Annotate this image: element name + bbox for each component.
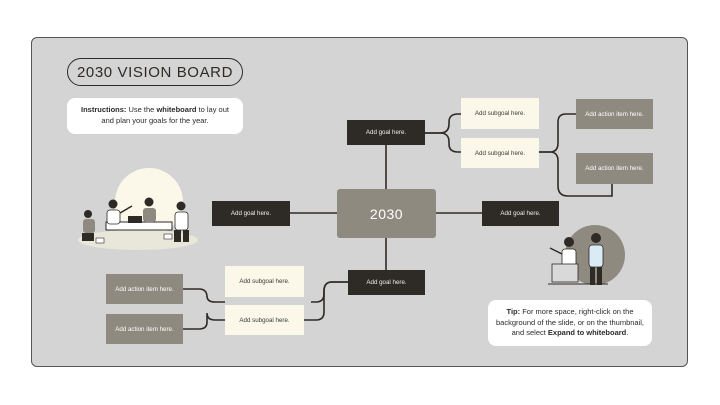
tip-note: Tip: For more space, right-click on the … — [488, 300, 652, 346]
instructions-bold: whiteboard — [156, 105, 197, 115]
instructions-text-post: to lay out and plan your goals for the y… — [101, 105, 229, 125]
goal-bottom[interactable]: Add goal here. — [348, 270, 425, 295]
instructions-text-pre: Use the — [126, 105, 157, 115]
goal-right[interactable]: Add goal here. — [482, 201, 559, 226]
action-item-bottom-2[interactable]: Add action item here. — [106, 314, 183, 344]
tip-lead: Tip: — [506, 306, 521, 316]
subgoal-top-2[interactable]: Add subgoal here. — [461, 138, 539, 168]
instructions-lead: Instructions: — [81, 105, 127, 115]
tip-text-pre: For more space, right-click on the backg… — [496, 306, 645, 338]
collaboration-illustration — [548, 225, 625, 285]
goal-top[interactable]: Add goal here. — [347, 120, 425, 145]
page-title: 2030 VISION BOARD — [67, 58, 243, 86]
action-item-top-2[interactable]: Add action item here. — [576, 153, 653, 184]
subgoal-top-1[interactable]: Add subgoal here. — [461, 98, 539, 129]
center-node[interactable]: 2030 — [337, 189, 436, 238]
subgoal-bottom-2[interactable]: Add subgoal here. — [225, 305, 304, 335]
tip-text-post: . — [626, 328, 629, 338]
team-meeting-illustration — [78, 168, 198, 250]
action-item-top-1[interactable]: Add action item here. — [576, 99, 653, 129]
action-item-bottom-1[interactable]: Add action item here. — [106, 274, 183, 304]
instructions-note: Instructions: Use the whiteboard to lay … — [67, 98, 243, 134]
goal-left[interactable]: Add goal here. — [212, 201, 290, 226]
tip-bold: Expand to whiteboard — [547, 328, 627, 338]
subgoal-bottom-1[interactable]: Add subgoal here. — [225, 266, 304, 297]
